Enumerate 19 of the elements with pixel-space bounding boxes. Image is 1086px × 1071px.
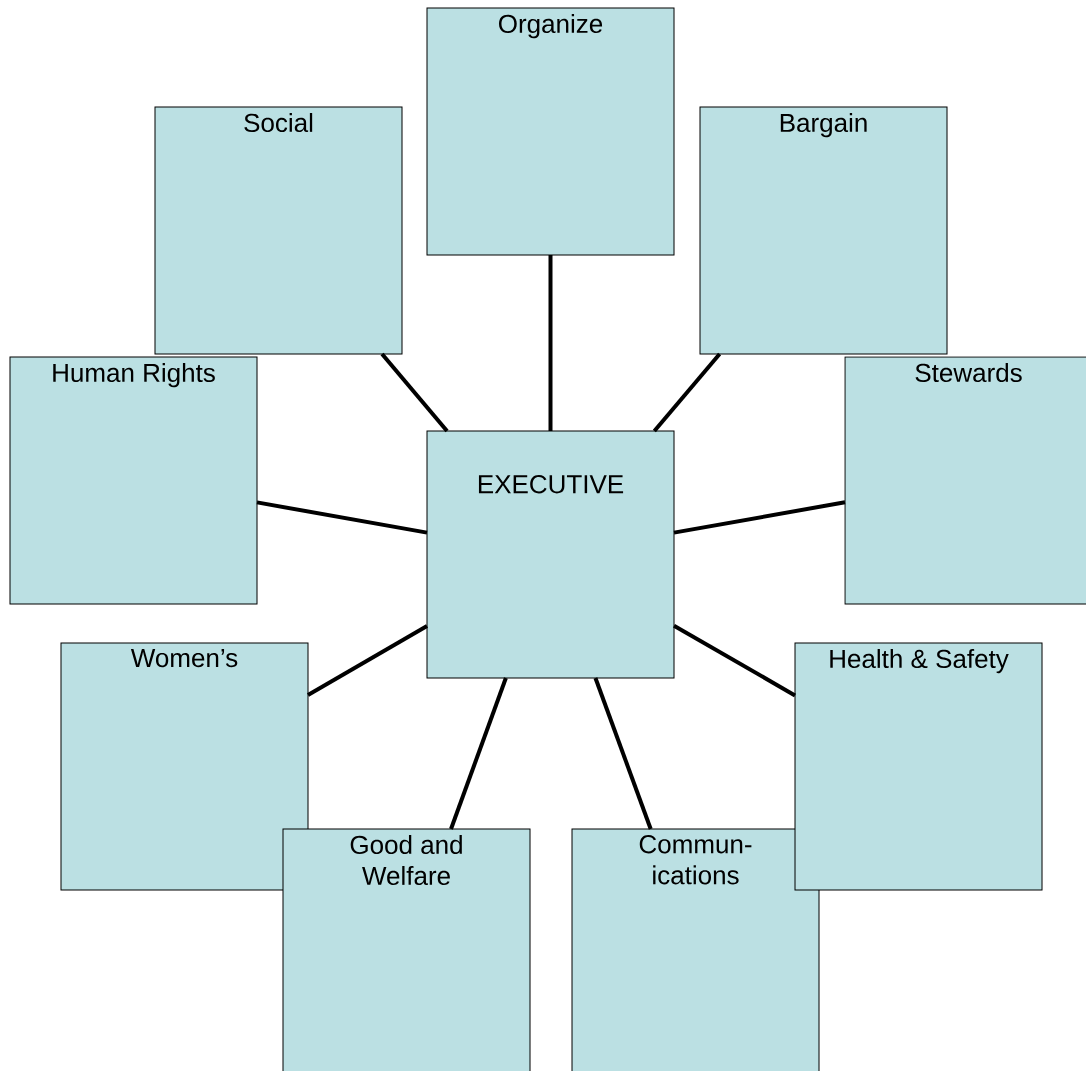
connector-line [673,500,846,535]
connector-line [256,500,428,535]
box: Human Rights [9,356,258,605]
connector-line [307,624,428,697]
box: EXECUTIVE [426,430,675,679]
box: Social [154,106,403,355]
connector-line [593,677,653,830]
box: Health & Safety [794,642,1043,891]
connector-line [673,623,796,698]
box: Bargain [699,106,948,355]
connector-line [548,255,553,431]
connector-line [380,352,449,433]
connector-line [449,677,508,830]
box: Commun- ications [571,828,820,1071]
box: Stewards [844,356,1086,605]
box: Good and Welfare [282,828,531,1071]
box: Women’s [60,642,309,891]
box: Organize [426,7,675,256]
connector-line [652,352,722,433]
